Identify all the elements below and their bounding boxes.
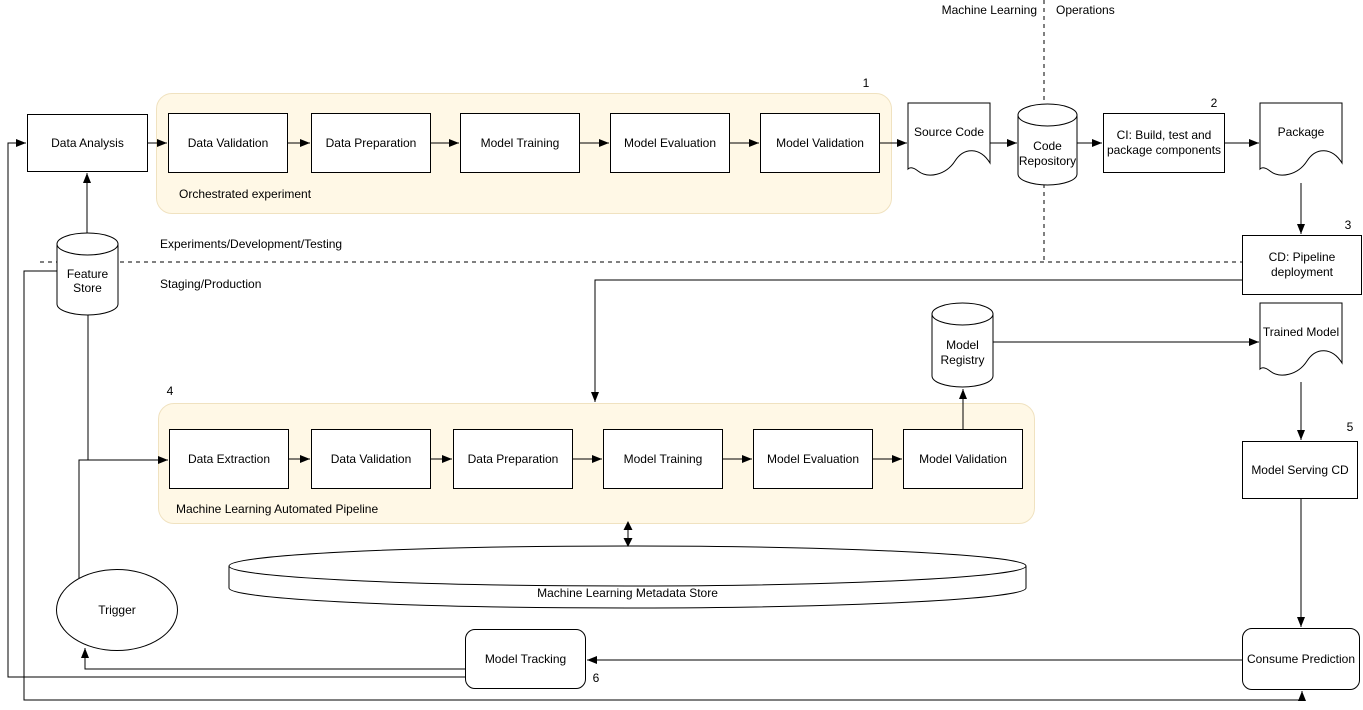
arrow-feature-store-to-consume: [23, 270, 1306, 701]
label-model-registry: Model Registry: [940, 338, 985, 367]
auto-step-data-extraction: Data Extraction: [169, 429, 289, 489]
node-consume-prediction: Consume Prediction: [1242, 628, 1360, 690]
exp-step-data-validation: Data Validation: [168, 113, 288, 173]
lane-label-staging: Staging/Production: [160, 277, 262, 291]
badge-number-6: 6: [592, 671, 600, 685]
arrow-cd-to-automated-pipeline: [591, 279, 1242, 402]
label-trained-model: Trained Model: [1262, 324, 1340, 339]
metadata-store-shape: [228, 545, 1027, 609]
header-operations: Operations: [1056, 3, 1115, 17]
feature-store-cylinder: [56, 232, 119, 316]
arrow-trigger-to-data-extraction: [78, 456, 168, 578]
header-machine-learning: Machine Learning: [941, 3, 1037, 17]
auto-step-model-validation: Model Validation: [903, 429, 1023, 489]
node-trigger: Trigger: [56, 569, 178, 651]
group-ml-automated-pipeline: [158, 403, 1035, 524]
arrow-model-tracking-to-trigger: [81, 648, 465, 670]
source-code-document: [907, 102, 991, 176]
double-arrow-pipeline-metadata: [623, 521, 633, 547]
trained-model-document: [1259, 302, 1343, 376]
auto-step-data-validation: Data Validation: [311, 429, 431, 489]
auto-step-data-preparation: Data Preparation: [453, 429, 573, 489]
node-cd-pipeline-deployment: CD: Pipeline deployment: [1242, 235, 1362, 295]
label-ml-automated-pipeline: Machine Learning Automated Pipeline: [176, 502, 379, 516]
model-registry-cylinder: [931, 302, 994, 388]
badge-number-4: 4: [166, 384, 174, 398]
badge-number-1: 1: [862, 76, 870, 90]
package-document: [1259, 102, 1343, 176]
auto-step-model-training: Model Training: [603, 429, 723, 489]
exp-step-model-evaluation: Model Evaluation: [610, 113, 730, 173]
label-metadata-store: Machine Learning Metadata Store: [537, 585, 718, 600]
exp-step-data-preparation: Data Preparation: [311, 113, 431, 173]
badge-number-3: 3: [1344, 218, 1352, 232]
label-code-repository: Code Repository: [1018, 139, 1077, 168]
label-source-code: Source Code: [913, 124, 985, 139]
label-orchestrated-experiment: Orchestrated experiment: [179, 187, 312, 201]
exp-step-model-training: Model Training: [460, 113, 580, 173]
lane-label-experiments: Experiments/Development/Testing: [160, 237, 343, 251]
node-model-tracking: Model Tracking: [465, 629, 586, 689]
badge-number-5: 5: [1346, 420, 1354, 434]
node-ci-build: CI: Build, test and package components: [1103, 113, 1225, 173]
auto-step-model-evaluation: Model Evaluation: [753, 429, 873, 489]
code-repository-cylinder: [1017, 103, 1078, 186]
badge-number-2: 2: [1210, 96, 1218, 110]
node-model-serving-cd: Model Serving CD: [1242, 441, 1358, 499]
exp-step-model-validation: Model Validation: [760, 113, 880, 173]
arrow-model-tracking-to-data-analysis: [7, 139, 465, 678]
label-package: Package: [1277, 124, 1325, 139]
node-data-analysis: Data Analysis: [27, 114, 148, 172]
label-feature-store: Feature Store: [66, 266, 109, 295]
